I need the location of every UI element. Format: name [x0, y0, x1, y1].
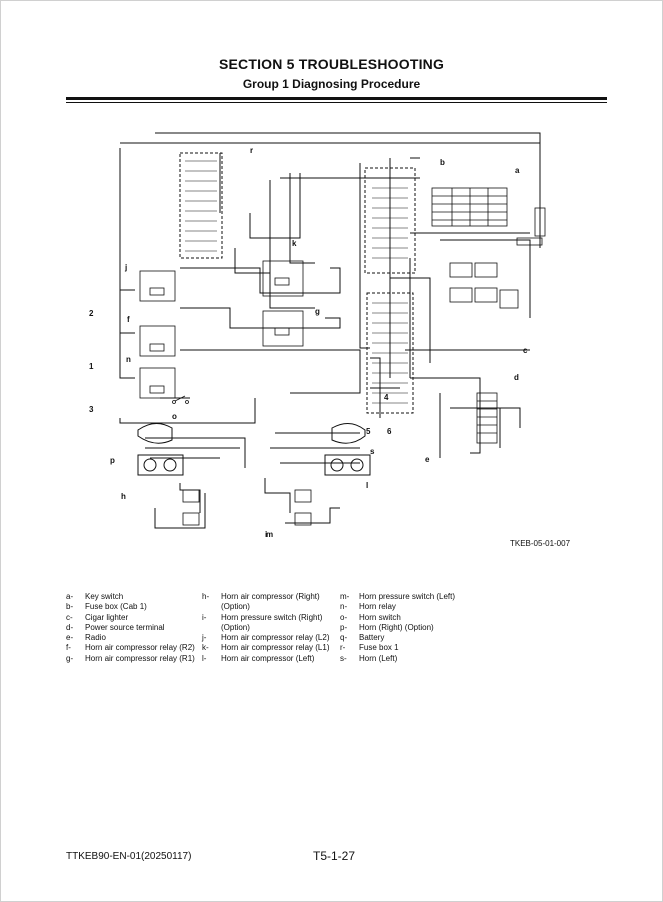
label-4: 4: [384, 393, 389, 402]
label-j: j: [124, 263, 127, 272]
wiring-diagram: r b a k j 2 g f n 1 c d 3 4 o 5 6 p s e …: [89, 132, 546, 539]
label-5: 5: [366, 427, 371, 436]
fuse-box-cab-1: [364, 167, 416, 414]
label-o: o: [172, 412, 177, 421]
horn-air-compressor-relay-l1: [262, 260, 304, 297]
legend-item: (Option): [221, 622, 250, 632]
label-k: k: [292, 239, 297, 248]
legend-item: h-Horn air compressor (Right): [202, 592, 320, 601]
header-rule-thin: [66, 102, 607, 103]
label-l-lower: l: [366, 481, 368, 490]
horn-pressure-switch-right: [182, 489, 200, 526]
page-number: T5-1-27: [313, 849, 356, 863]
fuse-box-1: [179, 152, 223, 259]
header-rule: [66, 97, 607, 100]
label-d: d: [514, 373, 519, 382]
legend-item: s-Horn (Left): [340, 653, 398, 663]
legend-item: k-Horn air compressor relay (L1): [202, 643, 330, 653]
label-n: n: [126, 355, 131, 364]
label-1: 1: [89, 362, 94, 371]
legend-item: b-Fuse box (Cab 1): [66, 602, 147, 612]
legend-item: q-Battery: [340, 633, 385, 643]
legend-column-1: a-Key switch b-Fuse box (Cab 1) c-Cigar …: [66, 592, 195, 664]
label-r: r: [250, 146, 253, 155]
legend-item: c-Cigar lighter: [66, 612, 129, 622]
label-m: m: [266, 530, 273, 539]
group-title: Group 1 Diagnosing Procedure: [242, 77, 421, 91]
radio: [516, 207, 546, 246]
legend-column-3: m-Horn pressure switch (Left) n-Horn rel…: [340, 592, 455, 664]
legend-item: (Option): [221, 602, 250, 612]
label-6: 6: [387, 427, 392, 436]
legend-item: l-Horn air compressor (Left): [202, 653, 315, 663]
legend-item: d-Power source terminal: [66, 622, 165, 632]
label-h: h: [121, 492, 126, 501]
horn-relay: [139, 367, 176, 399]
legend-item: a-Key switch: [66, 592, 124, 601]
legend-item: i-Horn pressure switch (Right): [202, 612, 323, 622]
horn-pressure-switch-left: [294, 489, 312, 526]
legend-item: r-Fuse box 1: [340, 643, 399, 653]
legend-item: j-Horn air compressor relay (L2): [202, 633, 330, 643]
horn-right: [137, 423, 173, 444]
label-c: c: [523, 346, 528, 355]
legend-item: f-Horn air compressor relay (R2): [66, 643, 195, 653]
document-code: TTKEB90-EN-01(20250117): [66, 851, 192, 862]
label-a: a: [515, 166, 520, 175]
key-switch: [431, 187, 508, 227]
legend-item: n-Horn relay: [340, 602, 396, 612]
label-f: f: [127, 315, 130, 324]
label-2: 2: [89, 309, 94, 318]
battery: [449, 262, 519, 309]
label-e: e: [425, 455, 430, 464]
legend-item: m-Horn pressure switch (Left): [340, 592, 456, 601]
section-title: SECTION 5 TROUBLESHOOTING: [218, 56, 445, 72]
label-i: i: [265, 530, 267, 539]
horn-air-compressor-right: [137, 454, 184, 476]
label-p: p: [110, 456, 115, 465]
horn-left: [331, 423, 366, 444]
horn-air-compressor-left: [324, 454, 371, 476]
power-source-terminal: [476, 392, 498, 444]
label-s: s: [370, 447, 375, 456]
label-3: 3: [89, 405, 94, 414]
legend-column-2: h-Horn air compressor (Right) (Option) i…: [202, 592, 329, 664]
horn-air-compressor-relay-r1: [262, 310, 304, 347]
legend-item: g-Horn air compressor relay (R1): [66, 653, 195, 663]
legend-item: e-Radio: [66, 633, 106, 643]
horn-air-compressor-relay-l2: [139, 270, 176, 302]
horn-switch: [172, 395, 189, 404]
horn-air-compressor-relay-r2: [139, 325, 176, 357]
figure-id: TKEB-05-01-007: [510, 539, 571, 548]
label-b: b: [440, 158, 445, 167]
label-g: g: [315, 307, 320, 316]
legend-item: p-Horn (Right) (Option): [340, 622, 434, 632]
legend-item: o-Horn switch: [340, 612, 401, 622]
